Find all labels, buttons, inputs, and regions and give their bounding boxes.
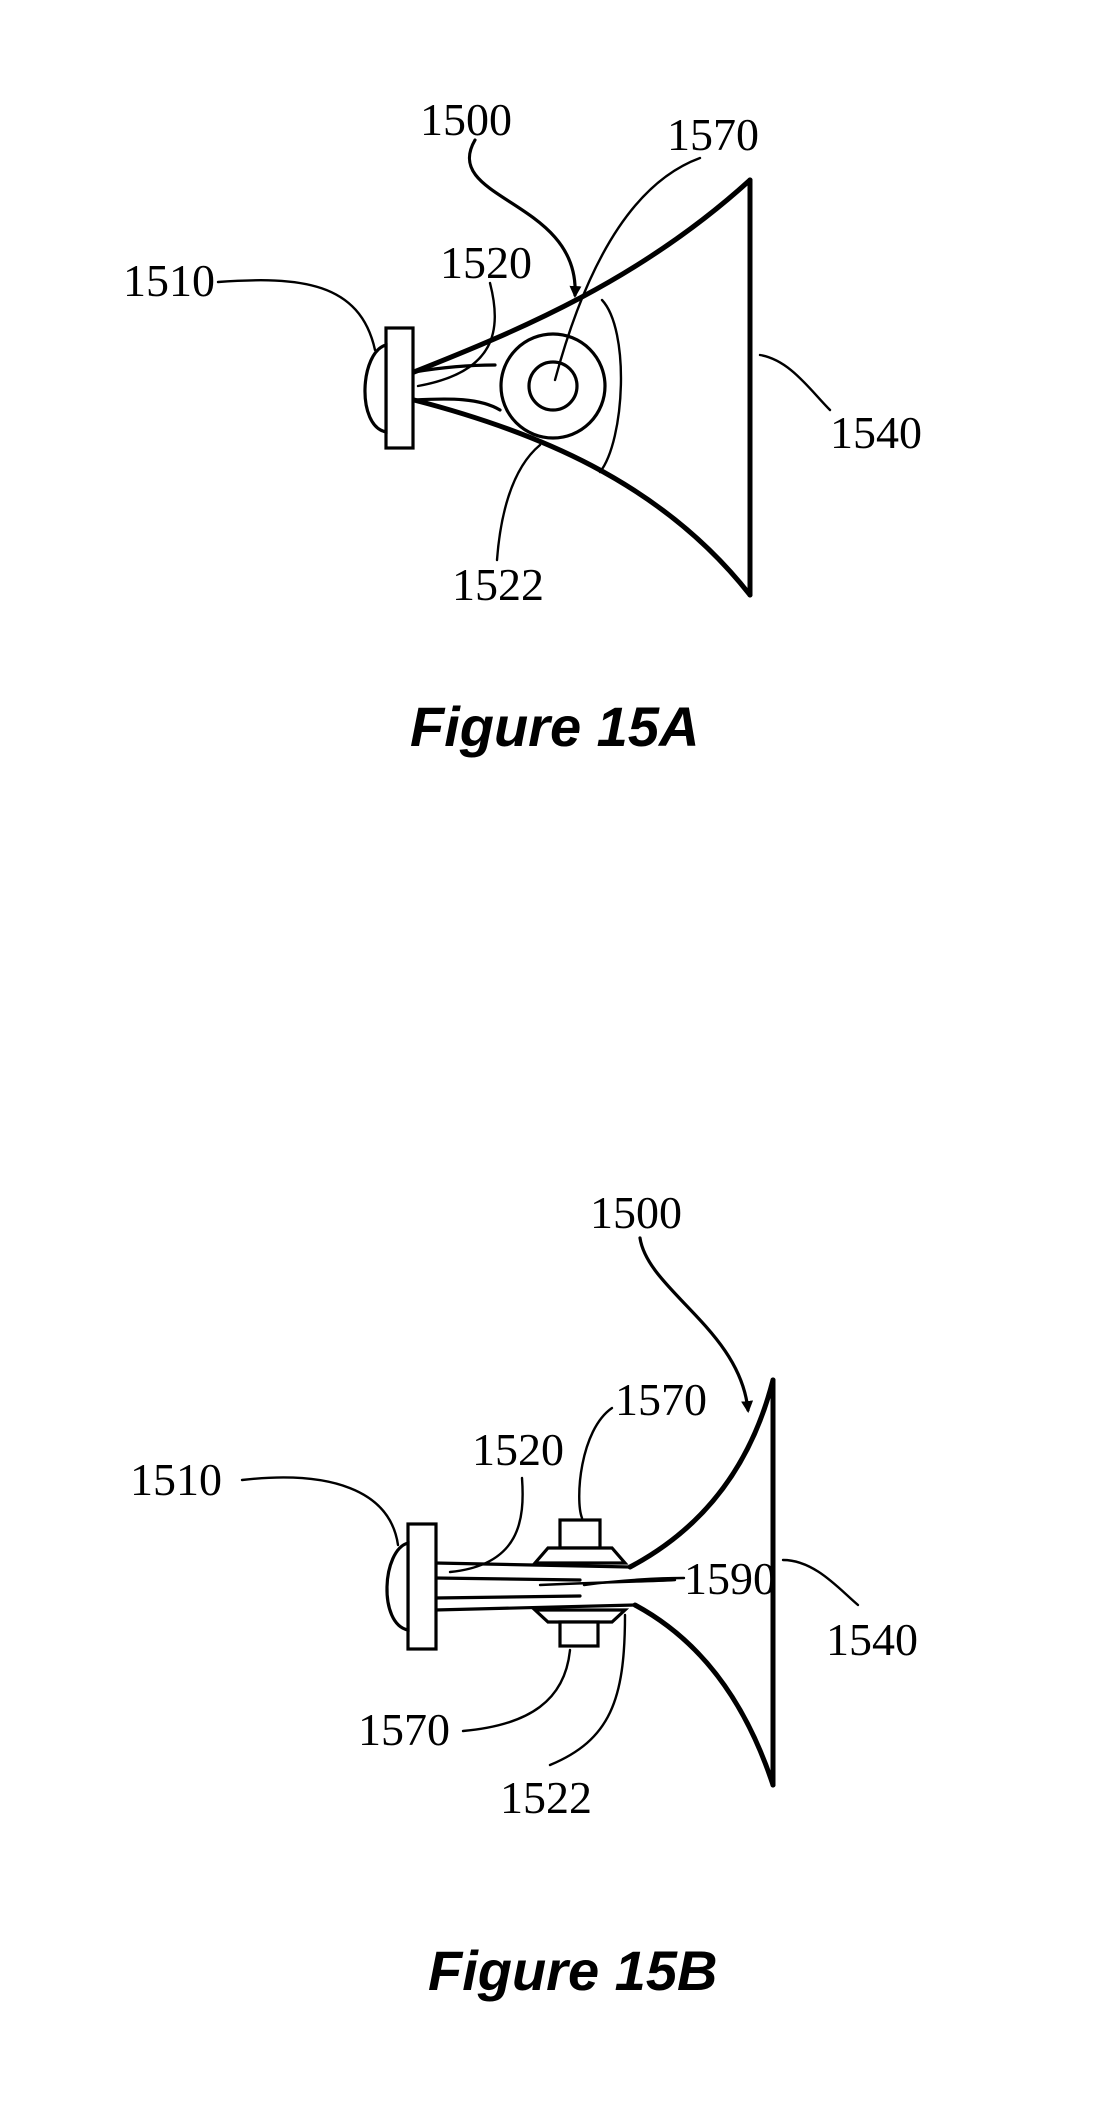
ref-1510: 1510 (130, 1454, 222, 1505)
leader-1570-bottom (461, 1648, 572, 1733)
ref-1540: 1540 (826, 1614, 918, 1665)
leader-1510 (216, 279, 377, 352)
ref-1522: 1522 (452, 559, 544, 610)
figure-caption: Figure 15A (410, 695, 699, 758)
leader-1540 (781, 1558, 860, 1607)
leader-1520 (416, 281, 496, 388)
ref-1520: 1520 (472, 1424, 564, 1475)
ref-1520: 1520 (440, 237, 532, 288)
arc-1500-region (598, 298, 623, 474)
valve-1570-bottom-drawing (530, 1608, 630, 1648)
figure-caption: Figure 15B (428, 1939, 717, 2002)
flange-1540-drawing (627, 1377, 776, 1788)
ref-1500: 1500 (420, 94, 512, 145)
leader-1570 (553, 156, 702, 382)
ref-1570-bottom: 1570 (358, 1704, 450, 1755)
leader-1522 (495, 443, 542, 562)
cap-1510-drawing (363, 326, 415, 450)
ref-1590: 1590 (684, 1553, 776, 1604)
valve-1570-top-drawing (531, 1518, 629, 1565)
ref-1510: 1510 (123, 255, 215, 306)
cap-1510-drawing (385, 1522, 438, 1651)
stem-1520-drawing (433, 1561, 677, 1612)
leader-1570-top (578, 1406, 614, 1520)
neck-1520-drawing (412, 363, 502, 412)
figure-15a: 1500 1570 1510 1520 1540 1522 Figure 15A (123, 94, 922, 758)
arrow-1500 (467, 138, 582, 298)
valve-1522-drawing (499, 332, 607, 440)
ref-1522: 1522 (500, 1772, 592, 1823)
leader-1520 (448, 1476, 524, 1574)
ref-1540: 1540 (830, 407, 922, 458)
leader-1522 (548, 1613, 627, 1767)
leader-1540 (758, 353, 832, 412)
ref-1570-top: 1570 (615, 1374, 707, 1425)
ref-1500: 1500 (590, 1187, 682, 1238)
leader-1510 (240, 1476, 400, 1547)
figure-15b: 1500 1570 1520 1510 1590 1540 1570 1522 … (130, 1187, 918, 2002)
leader-1590 (582, 1576, 686, 1587)
ref-1570: 1570 (667, 109, 759, 160)
arrow-1500 (638, 1236, 754, 1413)
